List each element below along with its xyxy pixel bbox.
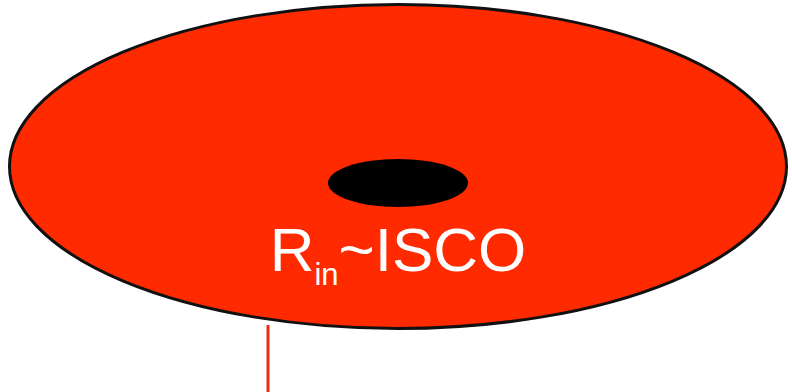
leader-line bbox=[267, 325, 270, 392]
subscript: in bbox=[314, 257, 338, 292]
radius-label: Rin~ISCO bbox=[270, 219, 527, 281]
label-text: R bbox=[270, 215, 315, 284]
accretion-disk: Rin~ISCO bbox=[8, 3, 788, 330]
label-text: ~ISCO bbox=[339, 215, 527, 284]
black-hole bbox=[328, 159, 468, 207]
